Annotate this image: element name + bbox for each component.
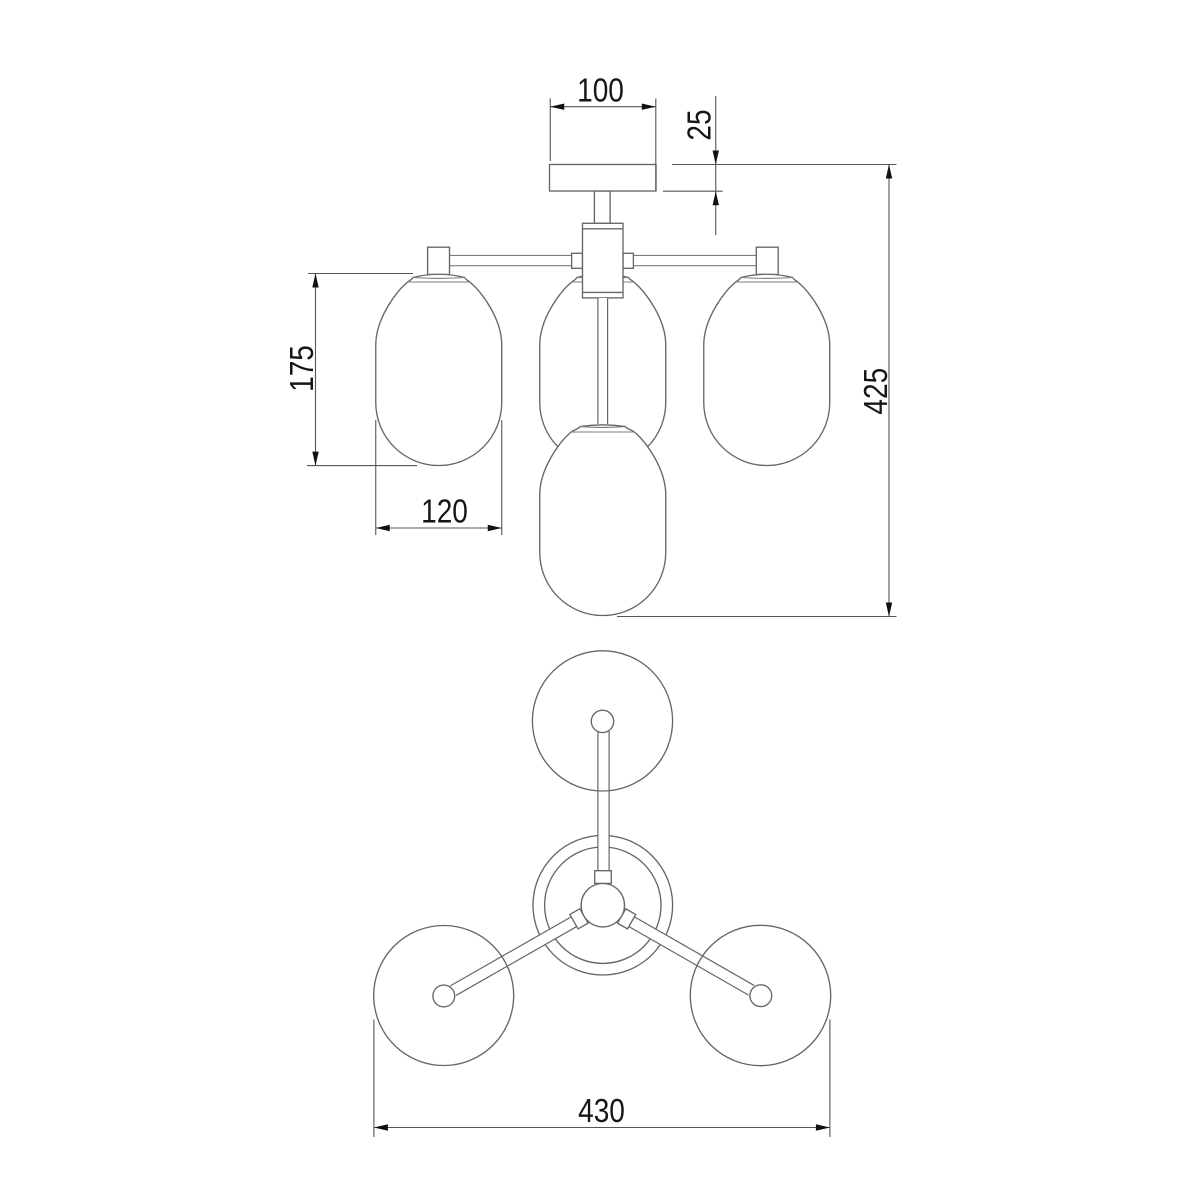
svg-text:175: 175 <box>283 345 320 392</box>
svg-text:25: 25 <box>681 109 718 140</box>
svg-text:100: 100 <box>577 72 624 109</box>
svg-text:425: 425 <box>857 368 894 415</box>
svg-text:120: 120 <box>421 493 468 530</box>
svg-text:430: 430 <box>578 1092 625 1129</box>
